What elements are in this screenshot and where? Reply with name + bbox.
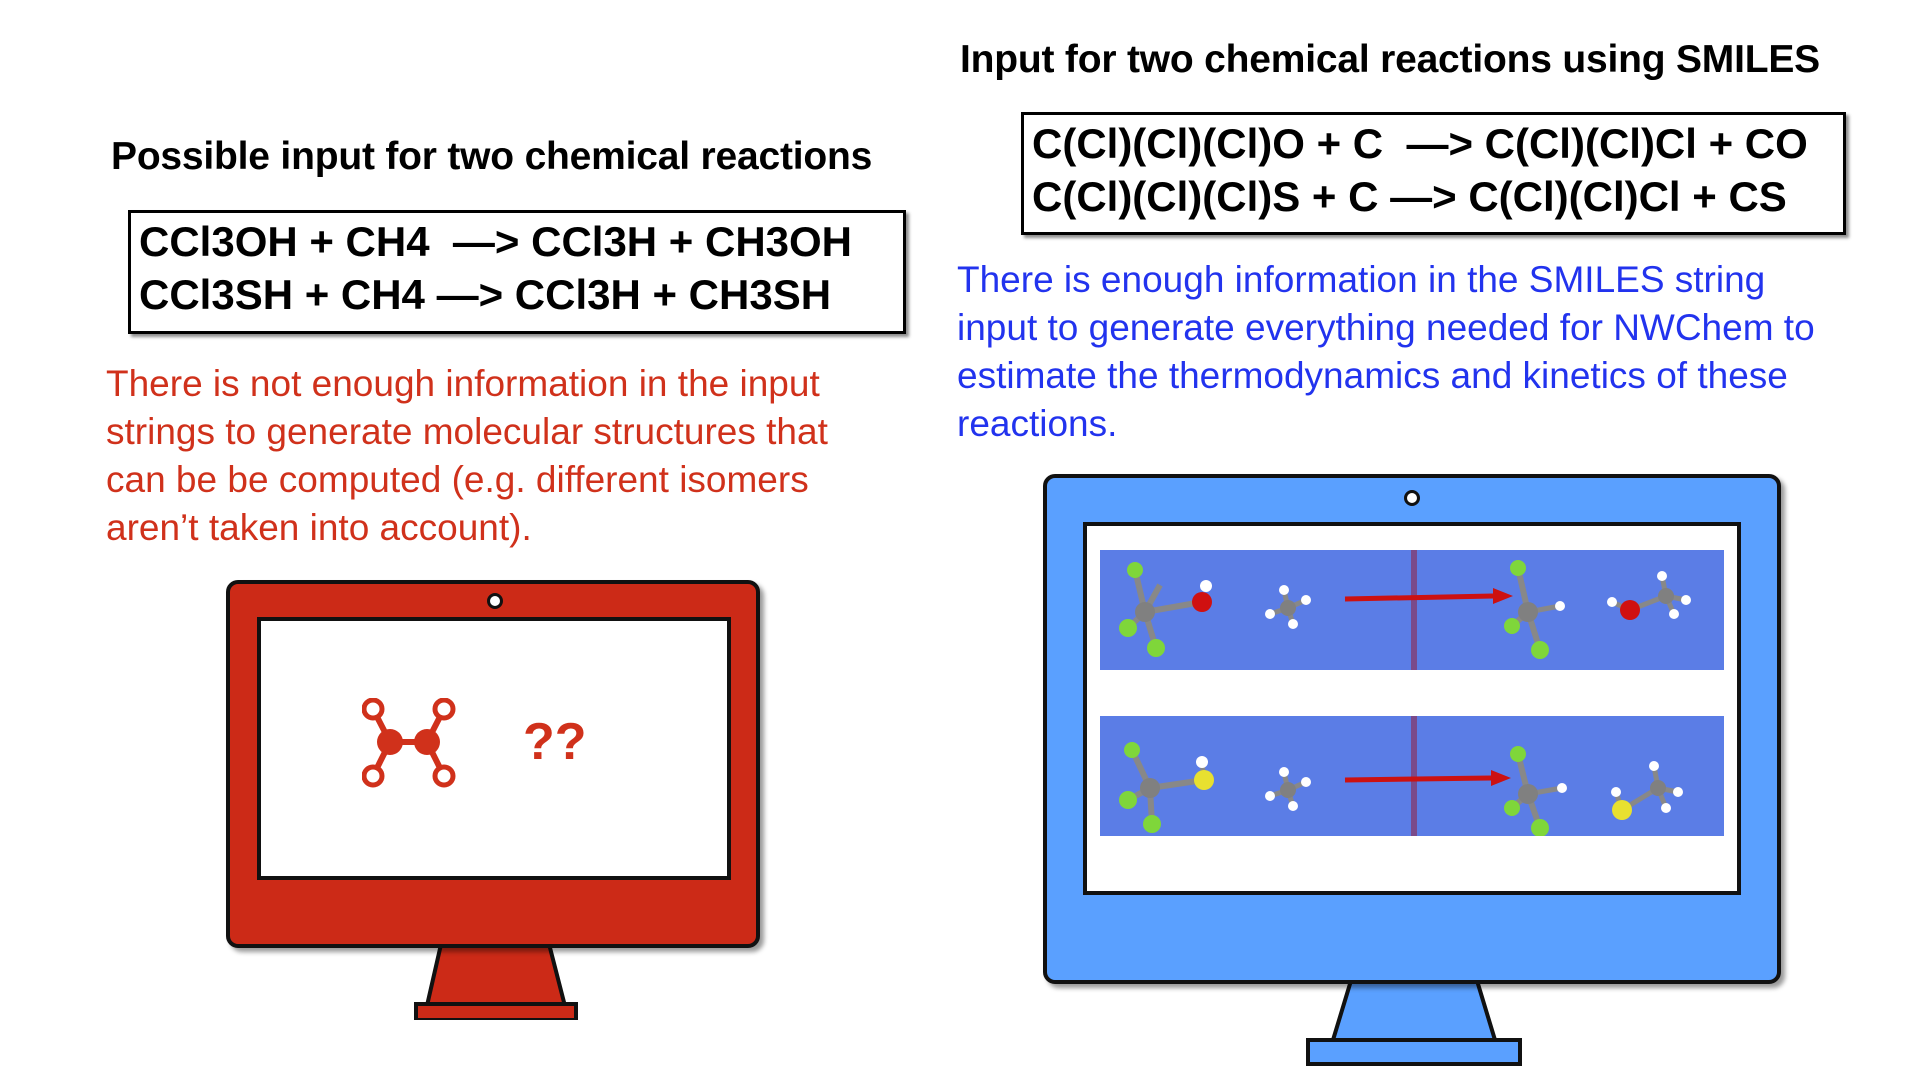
right-reaction-2: C(Cl)(Cl)(Cl)S + C —> C(Cl)(Cl)Cl + CS [1032, 173, 1787, 220]
right-monitor [1043, 474, 1781, 1074]
reaction-image-oh [1119, 550, 1691, 670]
left-monitor-stand [414, 938, 578, 1020]
left-note-line-1: There is not enough information in the i… [106, 363, 820, 404]
right-note-line-2: input to generate everything needed for … [957, 307, 1815, 348]
right-webcam [1404, 490, 1420, 506]
left-monitor: ?? [226, 580, 760, 1020]
left-note: There is not enough information in the i… [106, 360, 926, 552]
left-monitor-screen [257, 617, 731, 880]
left-heading: Possible input for two chemical reaction… [111, 135, 873, 178]
right-heading: Input for two chemical reactions using S… [960, 38, 1820, 81]
reaction-image-sh [1119, 716, 1683, 837]
left-note-line-4: aren’t taken into account). [106, 507, 532, 548]
right-note-line-4: reactions. [957, 403, 1118, 444]
right-reaction-box: C(Cl)(Cl)(Cl)O + C —> C(Cl)(Cl)Cl + CO C… [1021, 112, 1846, 235]
left-reaction-1: CCl3OH + CH4 —> CCl3H + CH3OH [139, 218, 853, 265]
right-reaction-1: C(Cl)(Cl)(Cl)O + C —> C(Cl)(Cl)Cl + CO [1032, 120, 1808, 167]
left-note-line-2: strings to generate molecular structures… [106, 411, 828, 452]
left-note-line-3: can be be computed (e.g. different isome… [106, 459, 809, 500]
left-reaction-2: CCl3SH + CH4 —> CCl3H + CH3SH [139, 271, 832, 318]
question-marks: ?? [523, 713, 587, 771]
molecule-icon [362, 698, 456, 788]
left-webcam [487, 593, 503, 609]
right-monitor-stand [1306, 972, 1522, 1066]
right-note-line-3: estimate the thermodynamics and kinetics… [957, 355, 1788, 396]
left-reaction-box: CCl3OH + CH4 —> CCl3H + CH3OH CCl3SH + C… [128, 210, 906, 334]
right-note: There is enough information in the SMILE… [957, 256, 1917, 448]
right-note-line-1: There is enough information in the SMILE… [957, 259, 1766, 300]
reaction-panel-oh [1100, 550, 1724, 670]
reaction-panel-sh [1100, 716, 1724, 837]
